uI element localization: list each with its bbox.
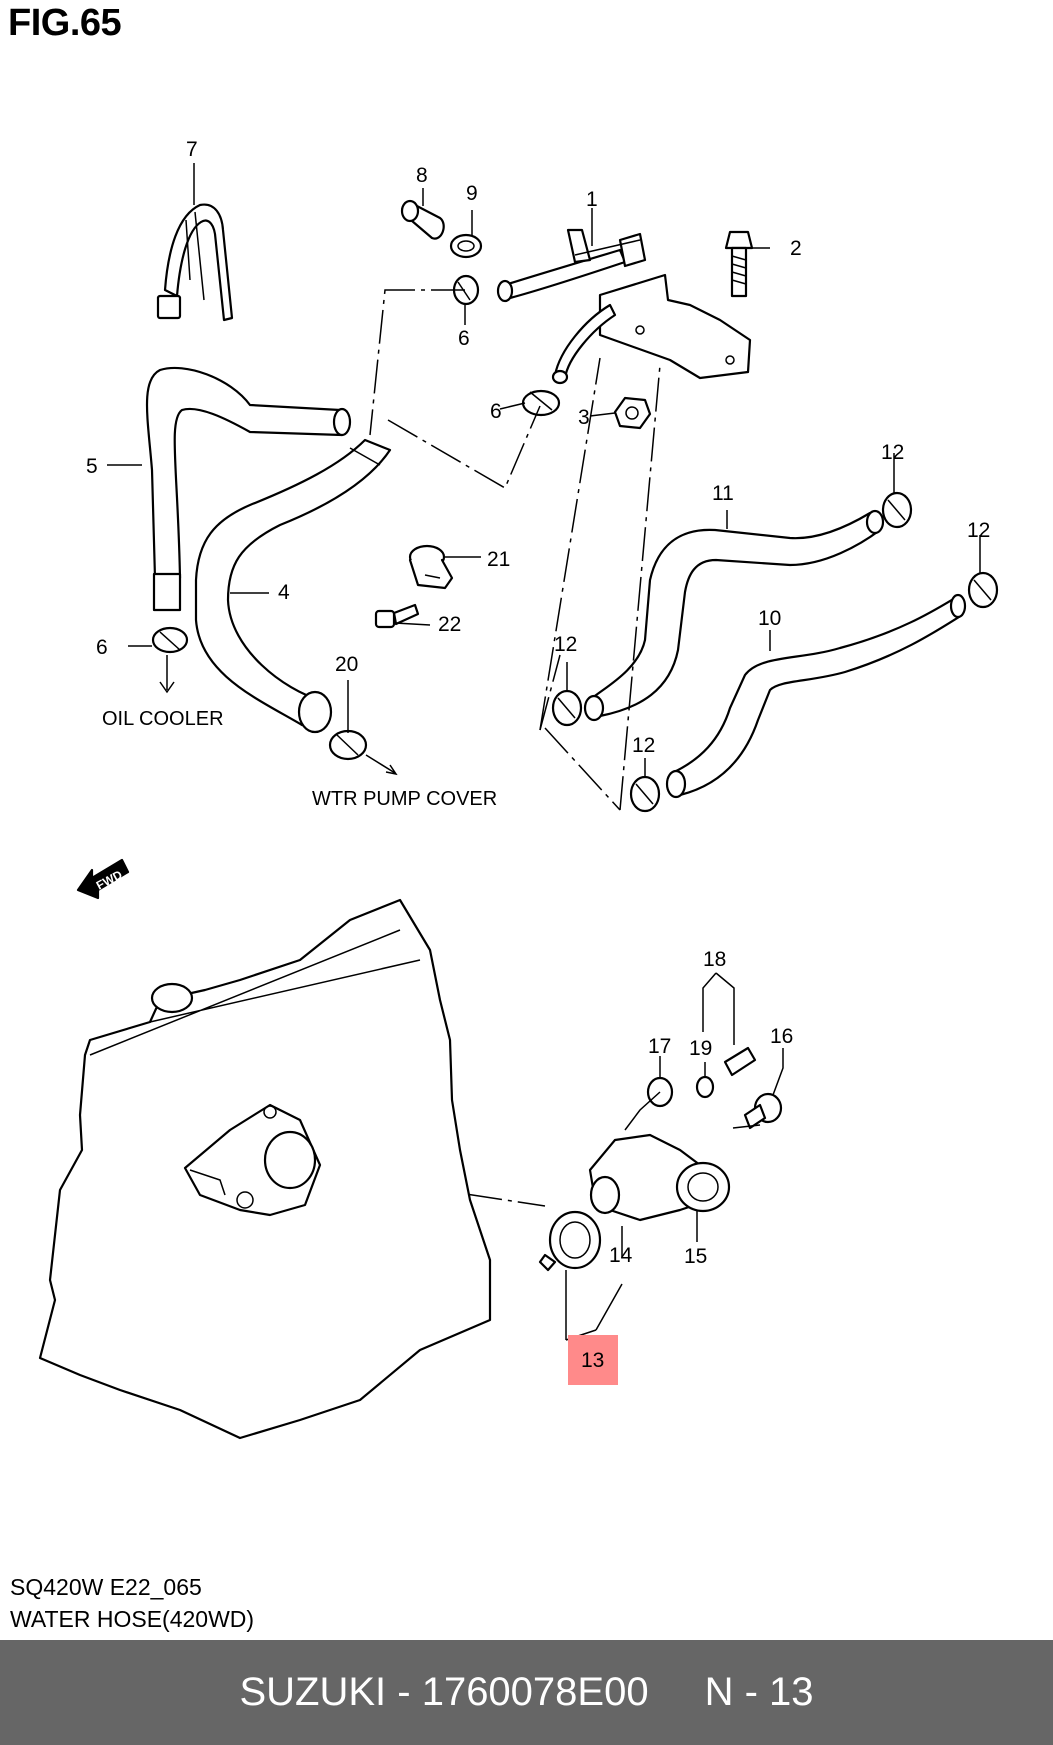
part-7-strap: [156, 203, 234, 322]
callout-13: 13: [581, 1349, 604, 1372]
callout-17: 17: [648, 1035, 671, 1058]
part-1-pipe-assembly: [496, 228, 752, 385]
fwd-arrow: FWD: [76, 858, 130, 900]
part-12-clamp-a: [881, 491, 913, 529]
part-21-bracket: [408, 544, 454, 590]
callout-8: 8: [416, 164, 428, 187]
part-22-bolt: [374, 603, 420, 629]
callout-19: 19: [689, 1037, 712, 1060]
part-14-thermostat: [538, 1210, 602, 1272]
callout-12-c: 12: [554, 633, 577, 656]
part-number-label: SUZUKI - 1760078E00: [239, 1670, 649, 1714]
callout-16: 16: [770, 1025, 793, 1048]
callout-3: 3: [578, 406, 590, 429]
callout-20: 20: [335, 653, 358, 676]
part-4-hose: [194, 438, 392, 734]
reference-label: N - 13: [704, 1670, 814, 1714]
part-5-hose: [145, 366, 352, 612]
callout-12-b: 12: [967, 519, 990, 542]
engine-block: [38, 898, 492, 1440]
part-11-hose: [583, 509, 885, 722]
part-9-clamp: [449, 233, 483, 259]
part-20-clamp: [328, 729, 368, 761]
part-16-sensor: [743, 1092, 783, 1130]
part-12-clamp-c: [551, 689, 583, 727]
callout-5: 5: [86, 455, 98, 478]
part-15-outlet-cap: [588, 1133, 731, 1222]
callout-7: 7: [186, 138, 198, 161]
highlight-13: [568, 1335, 618, 1385]
callout-21: 21: [487, 548, 510, 571]
callout-6-upper: 6: [458, 327, 470, 350]
callout-9: 9: [466, 182, 478, 205]
callout-12-a: 12: [881, 441, 904, 464]
part-19-washer: [695, 1075, 715, 1099]
callout-2: 2: [790, 237, 802, 260]
callout-6-left: 6: [96, 636, 108, 659]
part-3-nut: [613, 396, 652, 430]
callout-12-d: 12: [632, 734, 655, 757]
caption-wtr-pump-cover: WTR PUMP COVER: [312, 788, 497, 810]
leader-lines: [107, 163, 981, 1341]
figure-title: FIG.65: [8, 2, 122, 44]
callout-22: 22: [438, 613, 461, 636]
part-6-clamp-left: [151, 626, 189, 654]
callout-14: 14: [609, 1244, 633, 1267]
caption-oil-cooler: OIL COOLER: [102, 708, 224, 730]
part-12-clamp-d: [629, 775, 661, 813]
callout-6-middle: 6: [490, 400, 502, 423]
part-12-clamp-b: [967, 571, 999, 609]
part-2-bolt: [724, 230, 754, 298]
callout-4: 4: [278, 581, 290, 604]
footer-bar: SUZUKI - 1760078E00 N - 13: [0, 1640, 1053, 1745]
callout-10: 10: [758, 607, 781, 630]
callout-11: 11: [712, 482, 734, 505]
callout-15: 15: [684, 1245, 707, 1268]
callout-18: 18: [703, 948, 726, 971]
part-10-hose: [665, 593, 967, 799]
part-8-cap: [400, 199, 445, 240]
diagram-code: SQ420W E22_065: [10, 1574, 202, 1600]
part-18-sensor: [723, 1046, 757, 1077]
part-6-clamp-middle: [521, 389, 561, 417]
callout-1: 1: [586, 188, 598, 211]
diagram-name: WATER HOSE(420WD): [10, 1606, 255, 1632]
